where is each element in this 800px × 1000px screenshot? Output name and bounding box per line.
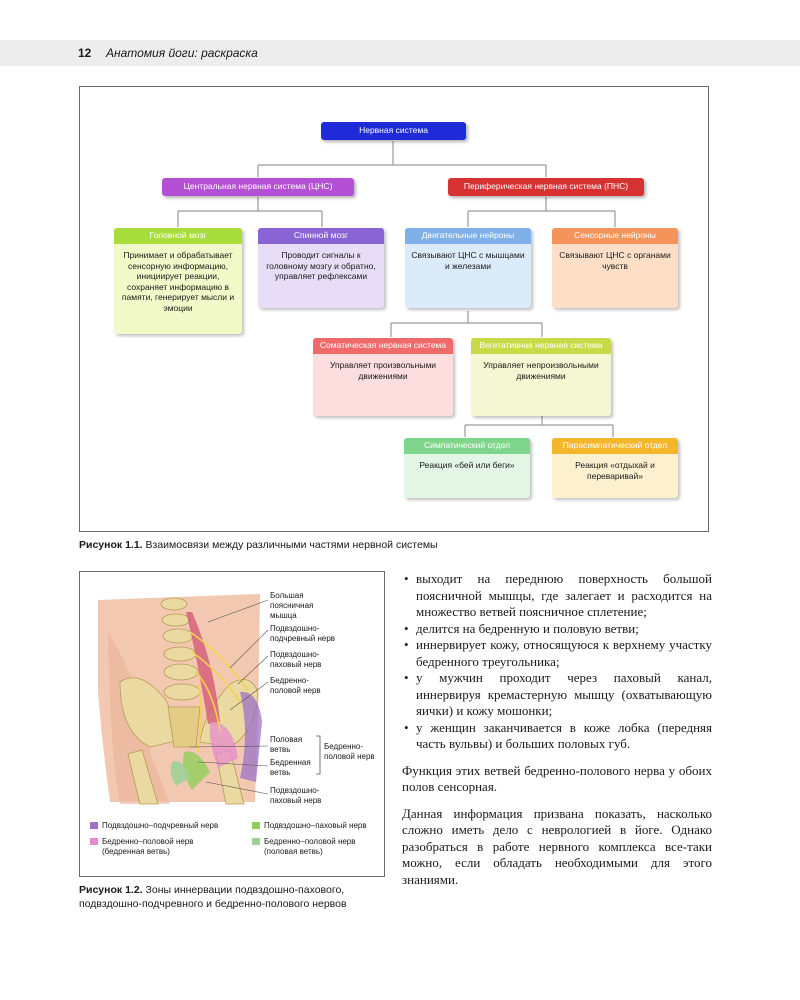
legend-swatch-ilioinguinal	[252, 822, 260, 829]
label-ilioinguinal-bottom: Подвздошно-паховый нерв	[270, 786, 322, 805]
list-item: делится на бедренную и половую ветви;	[402, 621, 712, 638]
legend-swatch-genitofemoral-femoral	[90, 838, 98, 845]
node-motor-title: Двигательные нейроны	[405, 228, 531, 244]
bullet-list: выходит на переднюю поверхность большой …	[402, 571, 712, 753]
paragraph-function: Функция этих ветвей бедренно-полового не…	[402, 762, 712, 795]
node-cns: Центральная нервная система (ЦНС)	[162, 178, 354, 196]
node-sympathetic-title: Симпатический отдел	[404, 438, 530, 454]
list-item: у мужчин проходит через паховый канал, и…	[402, 670, 712, 720]
figure1-caption-label: Рисунок 1.1.	[79, 539, 143, 551]
label-femoral-branch: Бедренная ветвь	[270, 758, 311, 777]
legend-swatch-genitofemoral-genital	[252, 838, 260, 845]
node-brain-title: Головной мозг	[114, 228, 242, 244]
node-parasympathetic-title: Парасимпатический отдел	[552, 438, 678, 454]
node-sympathetic: Симпатический отдел Реакция «бей или бег…	[404, 438, 530, 498]
node-parasympathetic-body: Реакция «отдыхай и переваривай»	[575, 460, 655, 481]
node-somatic: Соматическая нервная система Управляет п…	[313, 338, 453, 416]
figure2-caption: Рисунок 1.2. Зоны иннервации подвздошно-…	[79, 883, 379, 911]
figure1-caption: Рисунок 1.1. Взаимосвязи между различным…	[79, 538, 709, 552]
label-psoas: Большая поясничная мышца	[270, 591, 314, 620]
legend-genitofemoral-femoral: Бедренно–половой нерв (бедренная ветвь)	[102, 837, 194, 856]
node-spinal-title: Спинной мозг	[258, 228, 384, 244]
node-nervous-system: Нервная система	[321, 122, 466, 140]
node-spinal-body: Проводит сигналы к головному мозгу и обр…	[266, 250, 376, 281]
node-autonomic-title: Вегетативная нервная система	[471, 338, 611, 354]
node-sympathetic-body: Реакция «бей или беги»	[419, 460, 515, 470]
node-sensory-body: Связывают ЦНС с органами чувств	[559, 250, 671, 271]
legend-genitofemoral-genital: Бедренно–половой нерв (половая ветвь)	[264, 837, 356, 856]
legend-swatch-iliohypogastric	[90, 822, 98, 829]
node-spinal-cord: Спинной мозг Проводит сигналы к головном…	[258, 228, 384, 308]
node-pns: Периферическая нервная система (ПНС)	[448, 178, 644, 196]
label-genital-branch: Половая ветвь	[270, 735, 303, 754]
label-genitofemoral: Бедренно-половой нерв	[270, 676, 321, 695]
legend-iliohypogastric: Подвздошно–подчревный нерв	[102, 821, 219, 830]
page-number: 12	[78, 46, 92, 60]
label-genitofemoral-nerve: Бедренно-половой нерв	[324, 742, 375, 761]
connector-lines	[177, 141, 616, 437]
node-brain: Головной мозг Принимает и обрабатывает с…	[114, 228, 242, 334]
pelvis-illustration	[98, 594, 321, 805]
node-autonomic-body: Управляет непроизвольными движениями	[483, 360, 599, 381]
node-sensory-title: Сенсорные нейроны	[552, 228, 678, 244]
node-motor-body: Связывают ЦНС с мышцами и железами	[411, 250, 525, 271]
node-parasympathetic: Парасимпатический отдел Реакция «отдыхай…	[552, 438, 678, 498]
label-ilioinguinal: Подвздошно-паховый нерв	[270, 650, 322, 669]
label-iliohypogastric: Подвздошно-подчревный нерв	[270, 624, 336, 643]
node-somatic-title: Соматическая нервная система	[313, 338, 453, 354]
node-somatic-body: Управляет произвольными движениями	[329, 360, 437, 381]
list-item: выходит на переднюю поверхность большой …	[402, 571, 712, 621]
node-sensory-neurons: Сенсорные нейроны Связывают ЦНС с органа…	[552, 228, 678, 308]
figure2-caption-label: Рисунок 1.2.	[79, 884, 143, 896]
book-title: Анатомия йоги: раскраска	[106, 46, 258, 60]
legend-ilioinguinal: Подвздошно–паховый нерв	[264, 821, 367, 830]
figure2-caption-text: Зоны иннервации подвздошно-пахового, под…	[79, 884, 347, 910]
node-autonomic: Вегетативная нервная система Управляет н…	[471, 338, 611, 416]
figure-nervous-system-diagram: Нервная система Центральная нервная сист…	[79, 86, 709, 532]
node-motor-neurons: Двигательные нейроны Связывают ЦНС с мыш…	[405, 228, 531, 308]
body-text: выходит на переднюю поверхность большой …	[402, 571, 712, 888]
figure-pelvis-nerves: Большая поясничная мышца Подвздошно-подч…	[79, 571, 385, 877]
figure1-caption-text: Взаимосвязи между различными частями нер…	[145, 539, 438, 551]
running-header: 12 Анатомия йоги: раскраска	[0, 40, 800, 66]
list-item: иннервирует кожу, относящуюся к верхнему…	[402, 637, 712, 670]
list-item: у женщин заканчивается в коже лобка (пер…	[402, 720, 712, 753]
paragraph-conclusion: Данная информация призвана показать, нас…	[402, 805, 712, 887]
node-brain-body: Принимает и обрабатывает сенсорную инфор…	[121, 250, 235, 313]
